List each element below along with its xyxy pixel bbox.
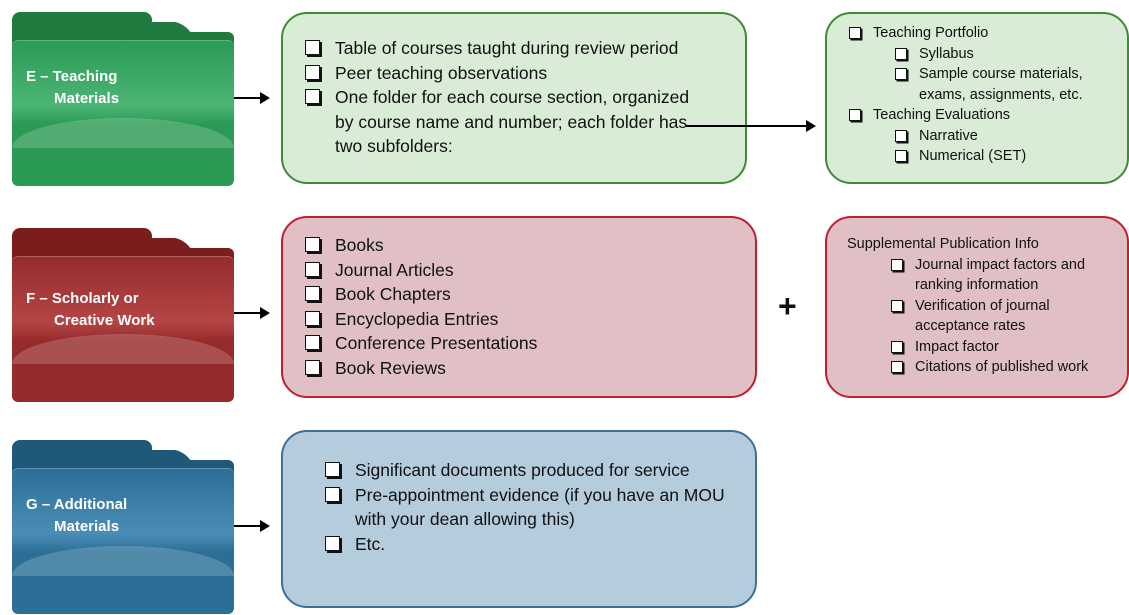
- checkbox-icon: [895, 47, 907, 60]
- folder-label-line1: G – Additional: [26, 496, 128, 513]
- list-item-portfolio: Teaching Portfolio Syllabus Sample cours…: [849, 23, 1119, 105]
- folder-front: [12, 468, 234, 614]
- teaching-list: Table of courses taught during review pe…: [305, 36, 729, 159]
- folder-label-line1: E – Teaching: [26, 68, 118, 85]
- arrow-e-to-box: [234, 92, 270, 104]
- checkbox-icon: [895, 68, 907, 80]
- checkbox-icon: [305, 359, 320, 375]
- checkbox-icon: [305, 310, 320, 326]
- arrow-g-to-box: [234, 520, 270, 532]
- folder-label-line1: F – Scholarly or: [26, 290, 139, 307]
- list-item: Encyclopedia Entries: [305, 307, 739, 332]
- list-item: Narrative: [895, 126, 1119, 147]
- folder-label-line2: Creative Work: [54, 312, 155, 329]
- additional-materials-box: Significant documents produced for servi…: [281, 430, 757, 608]
- folder-g-additional-materials: G – Additional Materials: [12, 440, 234, 615]
- checkbox-icon: [305, 64, 320, 80]
- additional-list: Significant documents produced for servi…: [325, 458, 725, 556]
- list-item: Numerical (SET): [895, 146, 1119, 167]
- list-item: One folder for each course section, orga…: [305, 85, 695, 159]
- list-item: Significant documents produced for servi…: [325, 458, 725, 483]
- supplemental-heading: Supplemental Publication Info: [847, 236, 1039, 252]
- list-item: Citations of published work: [891, 357, 1119, 378]
- plus-sign: +: [778, 288, 797, 324]
- checkbox-icon: [891, 340, 903, 353]
- checkbox-icon: [305, 335, 320, 350]
- list-item: Journal Articles: [305, 258, 739, 283]
- folder-front: [12, 256, 234, 402]
- list-item: Pre-appointment evidence (if you have an…: [325, 483, 725, 532]
- supplemental-publication-box: Supplemental Publication Info Journal im…: [825, 216, 1129, 398]
- list-item: Books: [305, 233, 739, 258]
- teaching-materials-box: Table of courses taught during review pe…: [281, 12, 747, 184]
- checkbox-icon: [305, 286, 320, 301]
- list-item: Conference Presentations: [305, 331, 739, 356]
- checkbox-icon: [305, 40, 320, 55]
- checkbox-icon: [325, 486, 340, 502]
- checkbox-icon: [305, 89, 320, 104]
- list-item: Book Reviews: [305, 356, 739, 381]
- checkbox-icon: [891, 258, 903, 271]
- list-item: Book Chapters: [305, 282, 739, 307]
- list-item: Verification of journal acceptance rates: [891, 296, 1119, 337]
- checkbox-icon: [325, 535, 340, 551]
- list-item: Peer teaching observations: [305, 61, 729, 86]
- folder-f-scholarly-work: F – Scholarly or Creative Work: [12, 228, 234, 403]
- folder-e-teaching-materials: E – Teaching Materials: [12, 12, 234, 187]
- list-item: Table of courses taught during review pe…: [305, 36, 729, 61]
- folder-label: E – Teaching Materials: [26, 66, 119, 110]
- teaching-subfolders-box: Teaching Portfolio Syllabus Sample cours…: [825, 12, 1129, 184]
- folder-label-line2: Materials: [54, 518, 120, 535]
- scholarly-list: Books Journal Articles Book Chapters Enc…: [305, 233, 739, 380]
- checkbox-icon: [895, 129, 907, 142]
- checkbox-icon: [891, 361, 903, 373]
- evaluations-sublist: Narrative Numerical (SET): [895, 126, 1119, 167]
- supplemental-list: Journal impact factors and ranking infor…: [891, 255, 1119, 378]
- checkbox-icon: [849, 27, 861, 39]
- arrow-f-to-box: [234, 307, 270, 319]
- list-item: Sample course materials, exams, assignme…: [895, 64, 1119, 105]
- folder-front: [12, 40, 234, 186]
- checkbox-icon: [305, 261, 320, 277]
- checkbox-icon: [849, 109, 861, 121]
- folder-label: F – Scholarly or Creative Work: [26, 288, 155, 332]
- checkbox-icon: [305, 237, 320, 252]
- checkbox-icon: [891, 299, 903, 312]
- list-item-evaluations: Teaching Evaluations Narrative Numerical…: [849, 105, 1119, 167]
- list-item: Etc.: [325, 532, 725, 557]
- checkbox-icon: [895, 150, 907, 162]
- folder-label: G – Additional Materials: [26, 494, 127, 538]
- portfolio-sublist: Syllabus Sample course materials, exams,…: [895, 44, 1119, 106]
- subfolders-list: Teaching Portfolio Syllabus Sample cours…: [849, 23, 1119, 167]
- list-item: Impact factor: [891, 337, 1119, 358]
- list-item: Syllabus: [895, 44, 1119, 65]
- list-item: Journal impact factors and ranking infor…: [891, 255, 1119, 296]
- arrow-to-subfolders: [686, 120, 816, 132]
- folder-label-line2: Materials: [54, 90, 120, 107]
- scholarly-work-box: Books Journal Articles Book Chapters Enc…: [281, 216, 757, 398]
- checkbox-icon: [325, 462, 340, 477]
